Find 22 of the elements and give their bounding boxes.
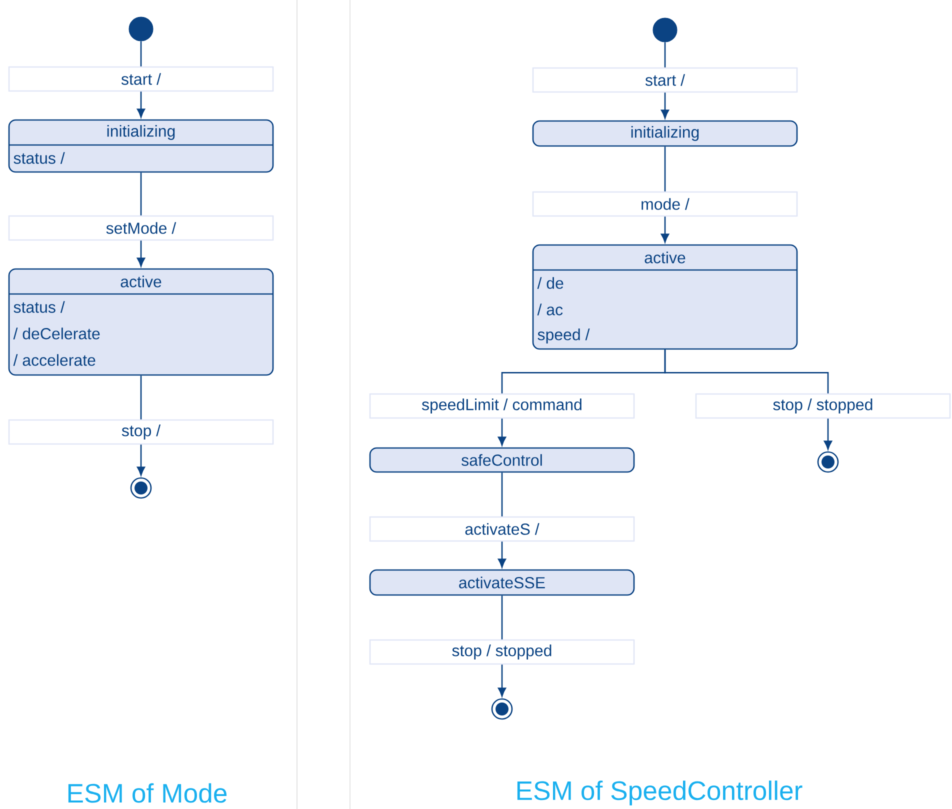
caption: ESM of Mode bbox=[68, 783, 227, 803]
edge-label: speedLimit / command bbox=[369, 393, 635, 419]
state-box: safeControl bbox=[369, 447, 635, 473]
state-box: initializing status / bbox=[8, 119, 274, 173]
state-box: initializing bbox=[532, 120, 798, 147]
final-state bbox=[491, 698, 513, 720]
state-box: activateSSE bbox=[369, 569, 635, 596]
final-state bbox=[817, 451, 839, 473]
final-state bbox=[130, 477, 152, 499]
edge-label: stop / bbox=[8, 419, 274, 445]
caption: ESM of SpeedController bbox=[517, 780, 802, 806]
state-box: active / de / ac speed / bbox=[532, 244, 798, 350]
edge-label: stop / stopped bbox=[369, 639, 635, 665]
edge-label: stop / stopped bbox=[695, 393, 951, 419]
initial-state bbox=[652, 18, 678, 42]
state-box: active status / / deCelerate / accelerate bbox=[8, 268, 274, 376]
initial-state bbox=[128, 16, 154, 42]
edge-label: start / bbox=[8, 66, 274, 92]
edge-label: activateS / bbox=[369, 516, 635, 542]
edge-label: mode / bbox=[532, 191, 798, 217]
edge-label: setMode / bbox=[8, 215, 274, 241]
edge-label: start / bbox=[532, 67, 798, 93]
